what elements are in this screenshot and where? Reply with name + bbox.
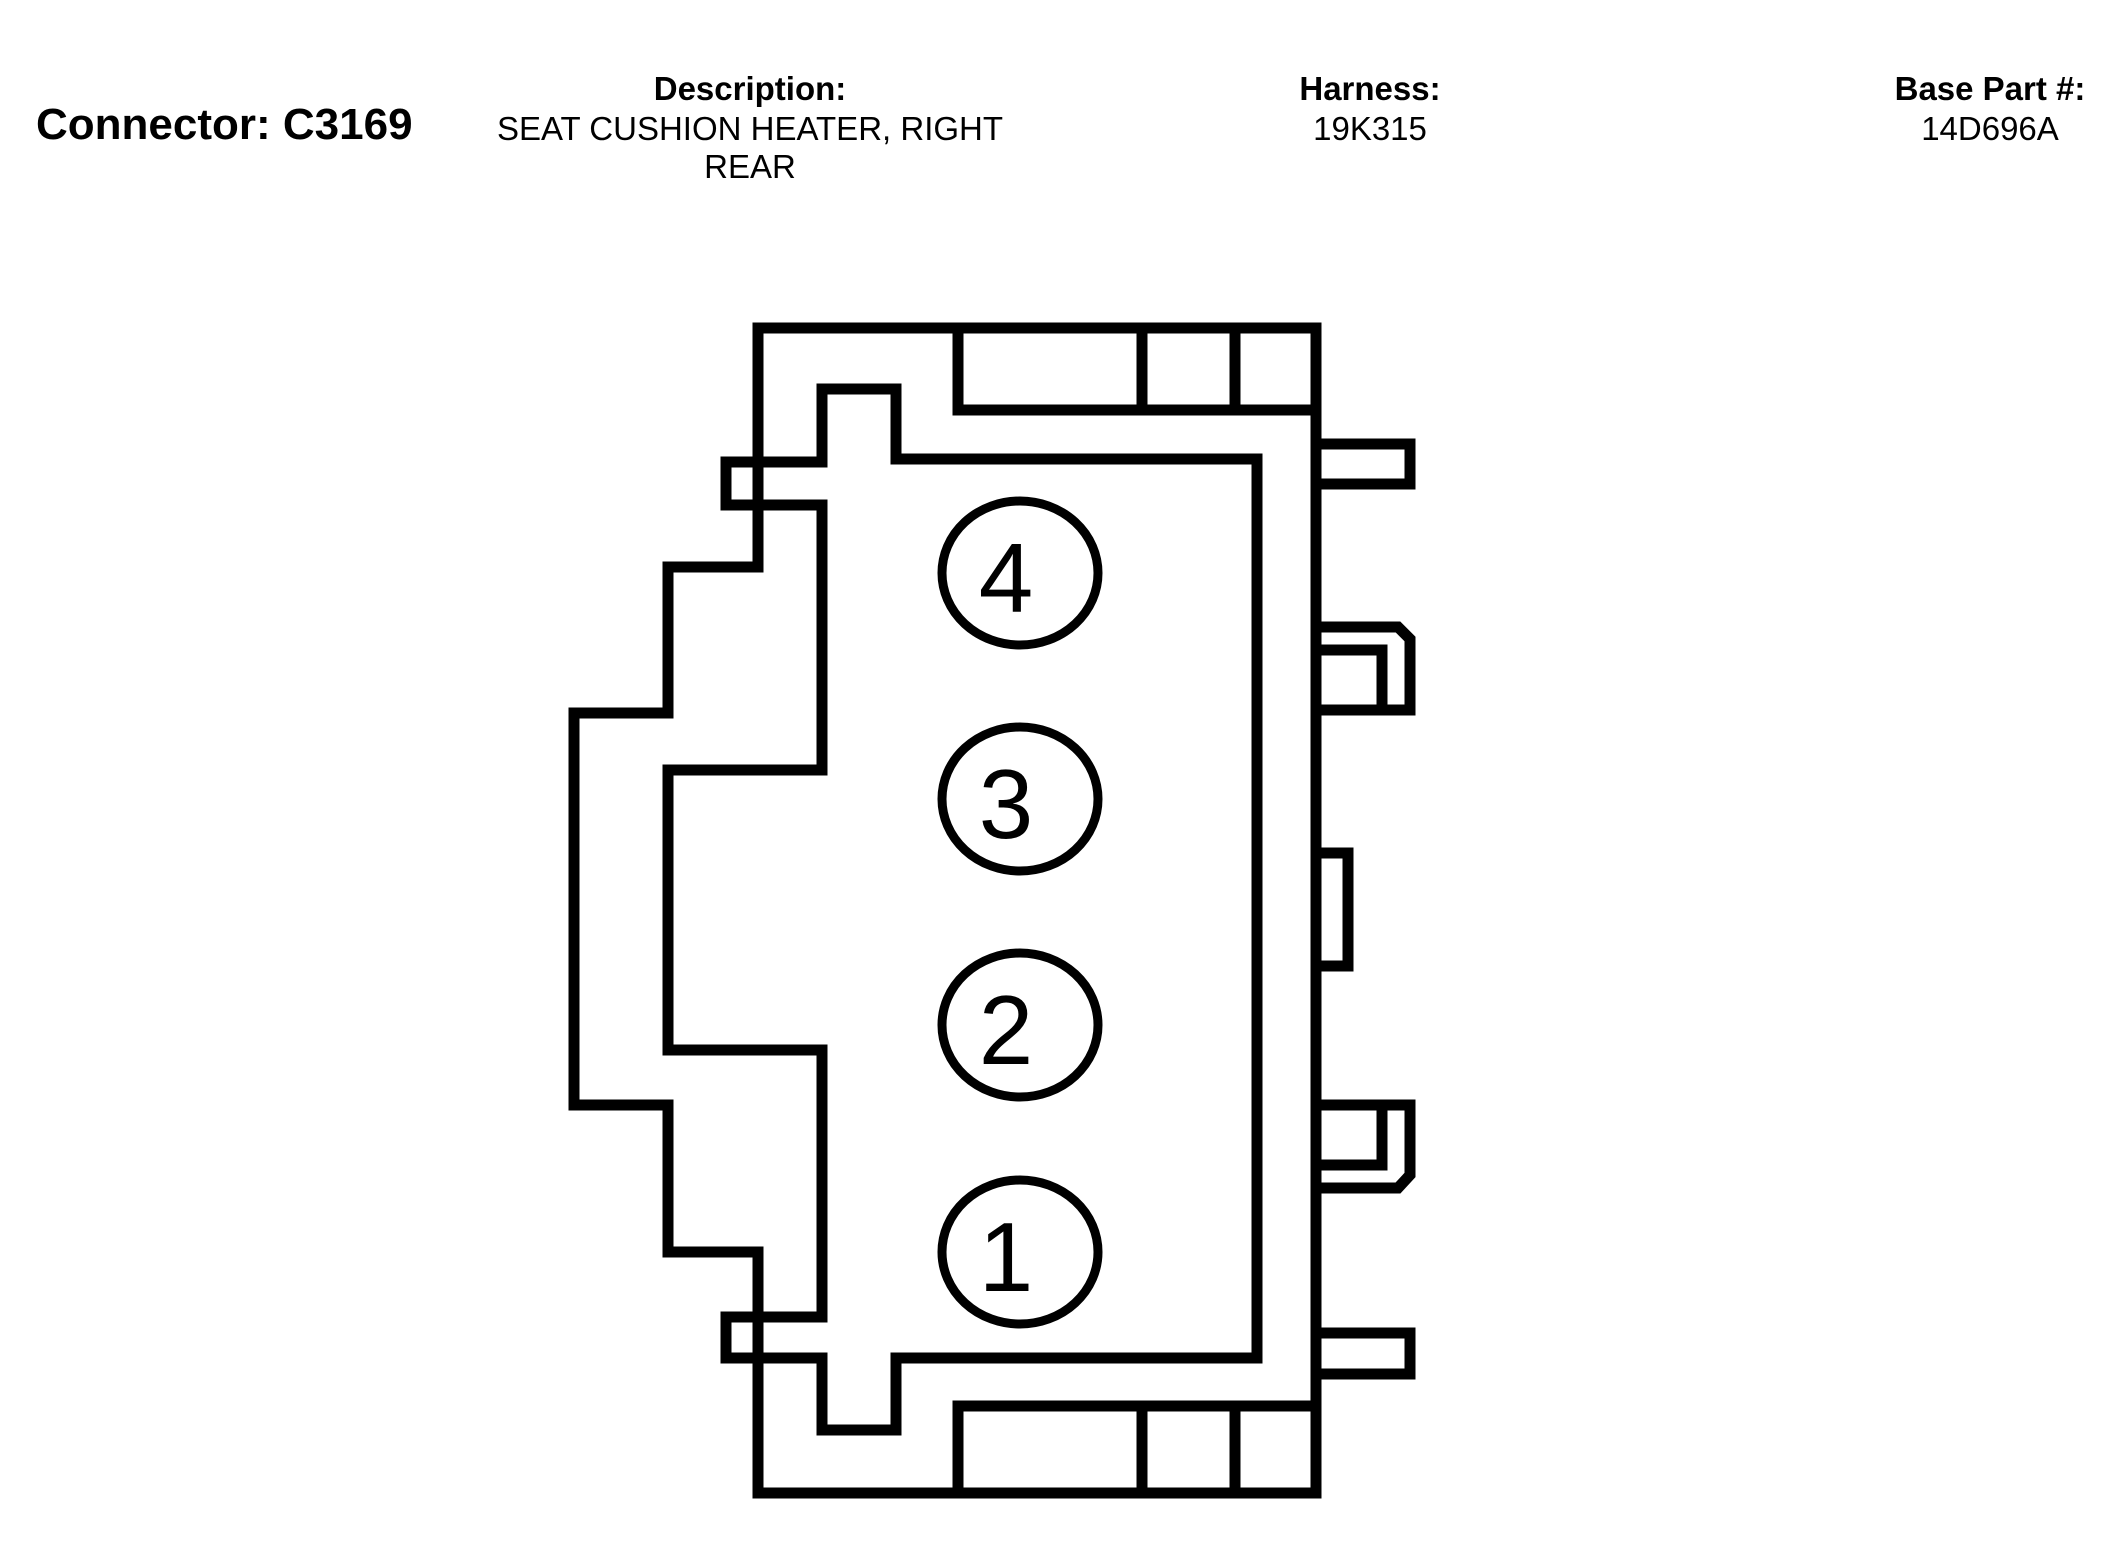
description-label: Description:: [653, 70, 847, 107]
pin-4-label: 4: [979, 523, 1034, 633]
side-tab: [1310, 847, 1354, 972]
base-part-value: 14D696A: [1921, 110, 2059, 147]
connector-title: Connector: C3169: [36, 100, 413, 149]
pin-2-label: 2: [979, 975, 1034, 1085]
pin-3: 3: [937, 722, 1103, 876]
pin-1-label: 1: [979, 1202, 1034, 1312]
connector-cavity-outline: [662, 383, 1263, 1436]
side-tab: [1310, 1099, 1416, 1194]
base-part-label: Base Part #:: [1894, 70, 2086, 107]
harness-field: Harness: 19K315: [1240, 68, 1500, 148]
pin-1: 1: [937, 1175, 1103, 1329]
harness-value: 19K315: [1313, 110, 1427, 147]
top-latch: [952, 322, 1322, 416]
description-value: SEAT CUSHION HEATER, RIGHT REAR: [496, 110, 1004, 185]
description-field: Description: SEAT CUSHION HEATER, RIGHT …: [480, 68, 1020, 186]
side-tab: [1310, 438, 1416, 490]
side-tab: [1310, 621, 1416, 716]
bottom-latch: [952, 1400, 1322, 1499]
connector-housing-outline: [568, 322, 1322, 1499]
harness-label: Harness:: [1299, 70, 1441, 107]
side-tab: [1310, 1327, 1416, 1380]
base-part-field: Base Part #: 14D696A: [1860, 68, 2120, 148]
pin-4: 4: [937, 496, 1103, 650]
pin-3-label: 3: [979, 749, 1034, 859]
pin-2: 2: [937, 948, 1103, 1102]
